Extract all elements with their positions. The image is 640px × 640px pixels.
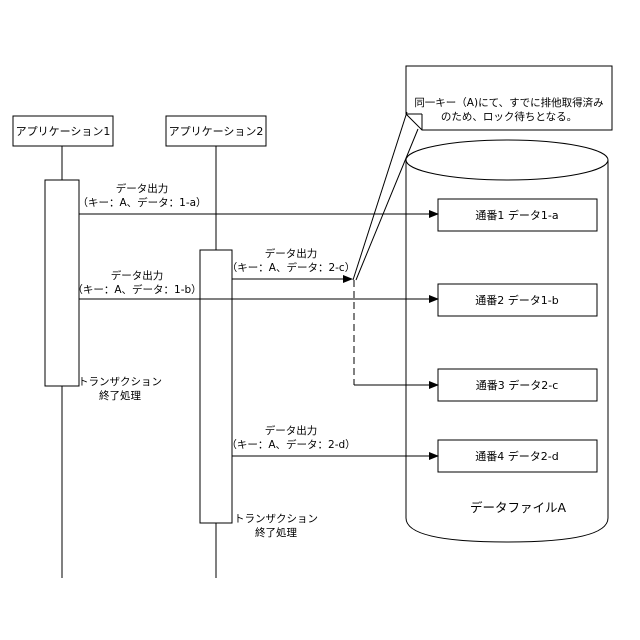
transaction-end-app2: トランザクション 終了処理 [234, 513, 318, 539]
transaction-end-label: トランザクション [78, 376, 162, 388]
message-label: （キー：A、データ：2-c） [227, 261, 355, 274]
message-label: （キー：A、データ：2-d） [226, 438, 355, 451]
message-label: （キー：A、データ：1-a） [77, 196, 206, 209]
message-1a: データ出力 （キー：A、データ：1-a） [77, 182, 438, 214]
transaction-end-label: トランザクション [234, 513, 318, 525]
activation-app2 [200, 250, 232, 523]
transaction-end-label: 終了処理 [99, 389, 141, 402]
note-text: 同一キー（A)にて、すでに排他取得済み [414, 96, 603, 109]
record-label: 通番1 データ1-a [475, 208, 558, 222]
database-label: データファイルA [470, 500, 567, 515]
message-label: データ出力 [111, 269, 164, 282]
record-3: 通番3 データ2-c [438, 369, 597, 401]
record-2: 通番2 データ1-b [438, 284, 597, 316]
app2-label: アプリケーション2 [169, 125, 264, 138]
record-label: 通番4 データ2-d [475, 449, 558, 463]
record-4: 通番4 データ2-d [438, 440, 597, 472]
callout-pointer [353, 112, 407, 280]
app1-label: アプリケーション1 [16, 125, 111, 138]
app1-box: アプリケーション1 [13, 116, 113, 146]
record-1: 通番1 データ1-a [438, 199, 597, 231]
app2-box: アプリケーション2 [166, 116, 266, 146]
activation-app1 [45, 180, 79, 386]
note-text: のため、ロック待ちとなる。 [441, 110, 577, 123]
transaction-end-label: 終了処理 [255, 526, 297, 539]
message-label: （キー：A、データ：1-b） [72, 283, 201, 296]
message-label: データ出力 [265, 247, 318, 260]
transaction-end-app1: トランザクション 終了処理 [78, 376, 162, 402]
record-label: 通番2 データ1-b [475, 293, 558, 307]
record-label: 通番3 データ2-c [476, 378, 559, 392]
message-label: データ出力 [116, 182, 169, 195]
message-label: データ出力 [265, 424, 318, 437]
